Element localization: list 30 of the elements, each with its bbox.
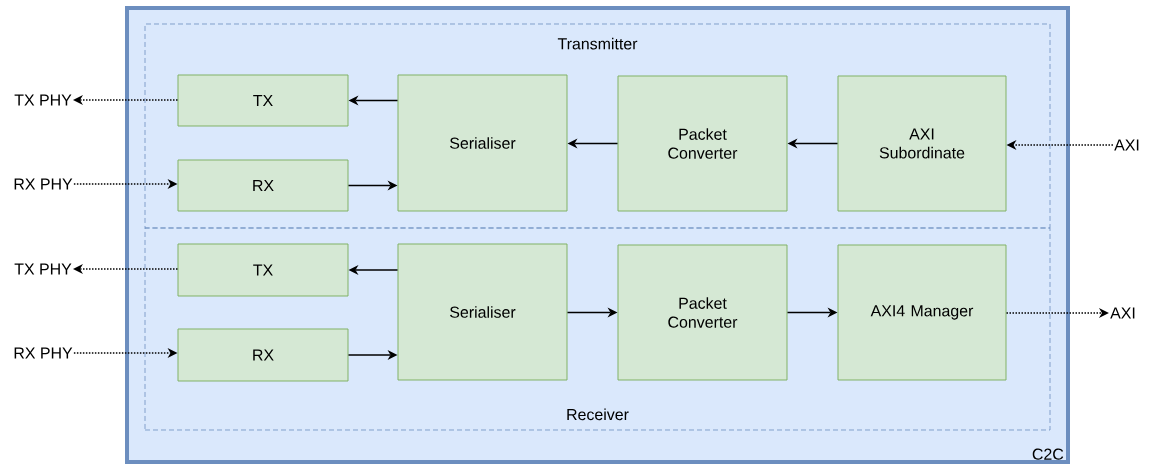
block-box: RX [177, 159, 349, 212]
port-label: RX PHY [14, 347, 73, 359]
block-box: TX [177, 243, 349, 297]
arrow [566, 307, 618, 318]
block-box: AXI4 Manager [837, 244, 1007, 381]
block-box: Packet Converter [617, 75, 788, 212]
arrow [348, 95, 399, 106]
block-box: TX [177, 74, 349, 127]
block-box: Serialiser [397, 243, 568, 381]
arrow [786, 307, 838, 318]
port-label: TX PHY [14, 263, 72, 275]
arrow [73, 264, 179, 274]
arrow [567, 138, 619, 149]
block-box: Serialiser [397, 74, 568, 212]
arrow [73, 179, 178, 189]
arrow [73, 95, 179, 105]
block-box: AXI Subordinate [837, 75, 1007, 212]
port-label: AXI [1114, 139, 1139, 151]
block-box: Packet Converter [617, 244, 788, 381]
arrow [1005, 308, 1109, 318]
arrow [347, 180, 398, 191]
arrow [1006, 140, 1114, 150]
arrow [787, 138, 839, 149]
arrow [348, 265, 399, 275]
block-box: RX [177, 328, 349, 382]
arrow [347, 350, 398, 360]
port-label: AXI [1110, 307, 1135, 319]
port-label: TX PHY [14, 94, 72, 106]
port-label: RX PHY [14, 178, 73, 190]
arrow [73, 348, 178, 358]
